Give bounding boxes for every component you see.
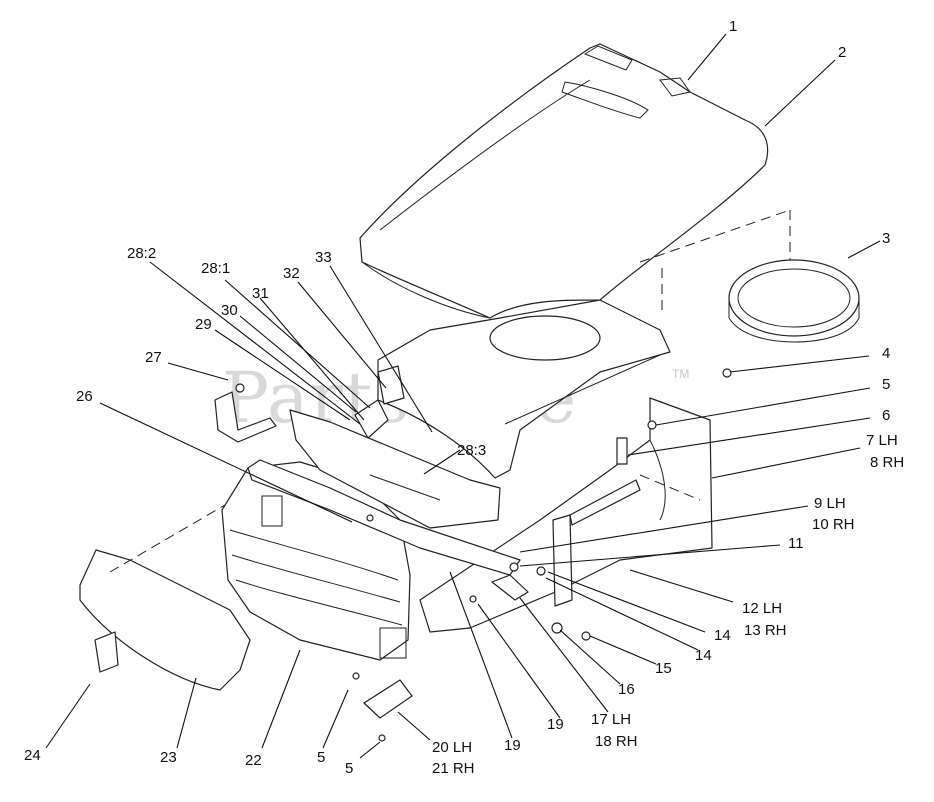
callout-1: 1: [729, 18, 737, 35]
dash-lower-edge: [504, 354, 661, 425]
dash-panel-part: [377, 209, 791, 479]
leader-lines: [45, 33, 881, 759]
callout-24: 24: [24, 747, 41, 764]
callout-32: 32: [283, 265, 300, 282]
callout-13-rh: 13 RH: [744, 622, 787, 639]
bracket-20: [363, 679, 413, 719]
frame-duct: [289, 409, 501, 529]
callout-28-3: 28:3: [457, 442, 486, 459]
support-bracket-part: [552, 479, 641, 607]
bracket-27: [214, 391, 277, 443]
hood-vent-slot: [561, 81, 649, 119]
callout-23: 23: [160, 749, 177, 766]
hood-latch-tab: [659, 77, 691, 97]
screw-5: [647, 420, 657, 430]
callout-28-1: 28:1: [201, 260, 230, 277]
side-bracket-6: [616, 437, 628, 465]
callout-6: 6: [882, 407, 890, 424]
nose-cone-body: [79, 549, 251, 691]
switch-28: [354, 399, 389, 439]
callout-29: 29: [195, 316, 212, 333]
callout-5-mid: 5: [317, 749, 325, 766]
callout-19-left: 19: [504, 737, 521, 754]
callout-22: 22: [245, 752, 262, 769]
callout-15: 15: [655, 660, 672, 677]
washer-16: [551, 622, 563, 634]
hood-front-edge: [361, 261, 491, 319]
nose-cone-part: [79, 504, 251, 691]
callout-16: 16: [618, 681, 635, 698]
callout-10-rh: 10 RH: [812, 516, 855, 533]
callout-19-right: 19: [547, 716, 564, 733]
callout-20-lh: 20 LH: [432, 739, 472, 756]
callout-14-upper: 14: [714, 627, 731, 644]
bracket-17: [491, 574, 529, 601]
hood-part: [359, 43, 769, 319]
side-panel-body: [419, 397, 713, 633]
callout-5-bottom: 5: [345, 760, 353, 777]
hood-crease: [379, 79, 591, 231]
callout-14-lower: 14: [695, 647, 712, 664]
callout-8-rh: 8 RH: [870, 454, 904, 471]
callout-2: 2: [838, 44, 846, 61]
hardware-parts: [214, 365, 732, 742]
callout-4: 4: [882, 345, 890, 362]
callout-27: 27: [145, 349, 162, 366]
callout-21-rh: 21 RH: [432, 760, 475, 777]
callout-31: 31: [252, 285, 269, 302]
hood-shell: [359, 43, 769, 319]
side-panel-part: [419, 397, 713, 633]
ring-outer: [728, 259, 860, 337]
callout-30: 30: [221, 302, 238, 319]
ring-seal-part: [728, 259, 860, 343]
callout-11: 11: [788, 535, 804, 552]
callout-12-lh: 12 LH: [742, 600, 782, 617]
callout-33: 33: [315, 249, 332, 266]
callout-18-rh: 18 RH: [595, 733, 638, 750]
dash-opening: [489, 315, 601, 361]
watermark-trademark: TM: [672, 367, 689, 381]
hood-vent-tab: [583, 45, 633, 71]
bolt-4: [722, 368, 732, 378]
callout-3: 3: [882, 230, 890, 247]
bracket-arm: [569, 479, 641, 526]
callout-labels: 1 2 3 4 5 6 7 LH 8 RH 9 LH 10 RH 11 12 L…: [24, 18, 904, 777]
callout-5-right: 5: [882, 376, 890, 393]
bolt-15: [581, 631, 591, 641]
ring-wall: [728, 298, 860, 343]
callout-7-lh: 7 LH: [866, 432, 898, 449]
bracket-upright: [552, 514, 573, 607]
callout-28-2: 28:2: [127, 245, 156, 262]
ring-inner: [737, 268, 851, 328]
callout-17-lh: 17 LH: [591, 711, 631, 728]
callout-26: 26: [76, 388, 93, 405]
nose-insert-24: [94, 631, 119, 673]
callout-9-lh: 9 LH: [814, 495, 846, 512]
grille-frame-part: [247, 409, 521, 576]
